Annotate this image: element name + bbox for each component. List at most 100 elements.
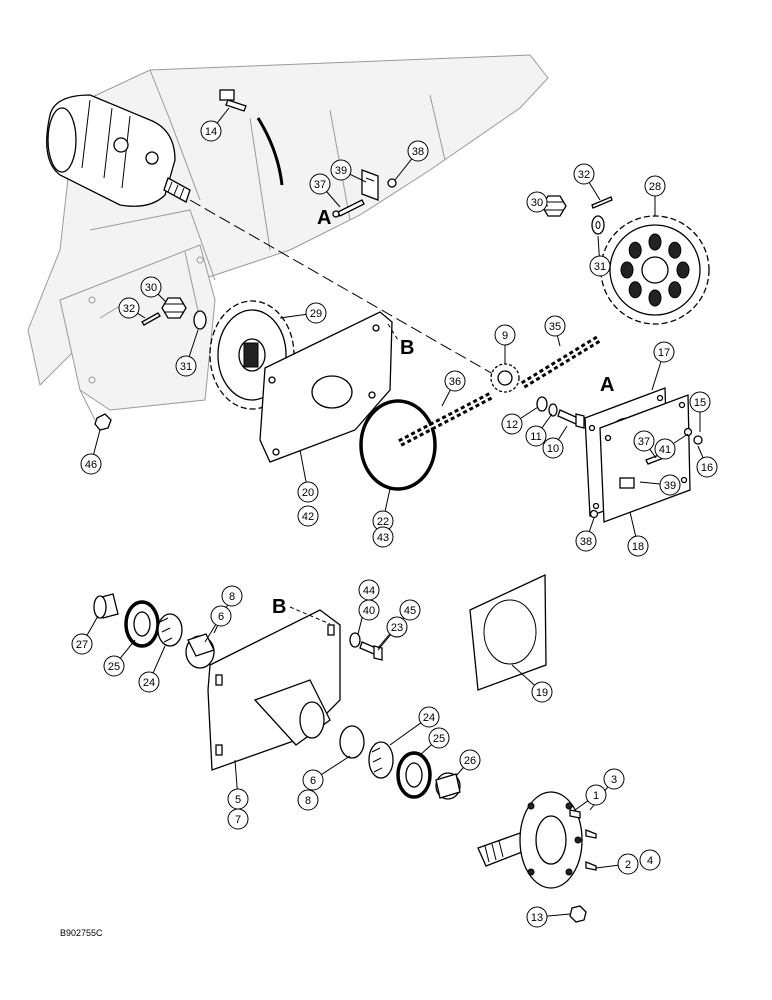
callout-c32a: 32 bbox=[573, 163, 601, 201]
callout-leader bbox=[299, 449, 307, 483]
callout-c4: 4 bbox=[639, 849, 661, 871]
section-letter-b-lower: B bbox=[272, 596, 286, 618]
callout-number: 1 bbox=[593, 790, 599, 802]
callout-number: 24 bbox=[143, 677, 155, 689]
callout-number: 6 bbox=[218, 611, 224, 623]
callout-number: 19 bbox=[536, 687, 548, 699]
callout-c10: 10 bbox=[542, 425, 568, 459]
callout-leader bbox=[188, 329, 199, 357]
callout-number: 24 bbox=[423, 712, 435, 724]
callout-number: 5 bbox=[235, 794, 241, 806]
washer-31-upper bbox=[591, 215, 605, 235]
callout-bubble bbox=[309, 173, 331, 195]
callout-bubble bbox=[603, 768, 625, 790]
sprocket-hole bbox=[628, 241, 642, 259]
callout-bubble bbox=[221, 585, 243, 607]
callout-leader bbox=[204, 624, 217, 643]
callout-number: 8 bbox=[305, 795, 311, 807]
callout-c35: 35 bbox=[544, 315, 566, 347]
callout-bubble bbox=[358, 599, 380, 621]
callout-bubble bbox=[297, 481, 319, 503]
callout-leader bbox=[384, 488, 391, 512]
callout-number: 42 bbox=[302, 511, 314, 523]
callout-bubble bbox=[659, 474, 681, 496]
callout-leader bbox=[595, 864, 619, 869]
callout-number: 22 bbox=[377, 516, 389, 528]
callout-c13: 13 bbox=[526, 906, 571, 928]
shaft-axis-line bbox=[189, 199, 501, 379]
nut-30-lower bbox=[161, 297, 187, 319]
callout-bubble bbox=[140, 276, 162, 298]
callout-bubble bbox=[531, 681, 553, 703]
callout-bubble bbox=[210, 605, 232, 627]
callout-c39b: 39 bbox=[639, 474, 681, 496]
callout-bubble bbox=[103, 655, 125, 677]
callout-c36: 36 bbox=[441, 370, 466, 407]
callout-number: 46 bbox=[85, 459, 97, 471]
callout-c40: 40 bbox=[358, 599, 380, 621]
callout-bubble bbox=[696, 456, 718, 478]
nut-13 bbox=[569, 905, 587, 923]
callout-number: 14 bbox=[205, 126, 217, 138]
callout-bubble bbox=[399, 599, 421, 621]
callout-bubble bbox=[573, 163, 595, 185]
nut-46 bbox=[94, 413, 112, 431]
callout-leader bbox=[546, 913, 571, 917]
callout-number: 6 bbox=[310, 775, 316, 787]
callout-leader bbox=[588, 182, 601, 201]
callout-c11: 11 bbox=[525, 413, 553, 447]
callout-number: 25 bbox=[433, 733, 445, 745]
callout-leader bbox=[279, 313, 307, 319]
section-letter-a-right: A bbox=[600, 374, 614, 396]
callout-number: 18 bbox=[632, 541, 644, 553]
callout-c28: 28 bbox=[644, 175, 666, 216]
callout-bubble bbox=[418, 706, 440, 728]
callout-bubble bbox=[428, 727, 450, 749]
callout-c5: 5 bbox=[227, 759, 249, 810]
callout-leader bbox=[137, 312, 146, 319]
callout-leader bbox=[557, 425, 568, 440]
bolt-10 bbox=[557, 409, 585, 429]
chain-36 bbox=[398, 391, 494, 447]
screw-37 bbox=[332, 199, 365, 218]
callout-c8b: 8 bbox=[297, 789, 319, 811]
callout-bubble bbox=[386, 616, 408, 638]
callout-number: 40 bbox=[363, 605, 375, 617]
callout-leader bbox=[441, 389, 451, 407]
callout-c37b: 37 bbox=[633, 430, 657, 459]
callout-c16: 16 bbox=[696, 445, 718, 478]
callout-leader bbox=[511, 664, 535, 686]
callout-c7: 7 bbox=[227, 808, 249, 830]
callout-number: 38 bbox=[412, 146, 424, 158]
chain-35 bbox=[520, 334, 603, 389]
section-b-leader-lower bbox=[289, 606, 331, 625]
nut-38 bbox=[387, 178, 397, 188]
callout-c2: 2 bbox=[595, 853, 639, 875]
sprocket-hole bbox=[648, 233, 662, 251]
callout-leader bbox=[93, 429, 101, 455]
callout-c26: 26 bbox=[455, 749, 481, 777]
callout-bubble bbox=[80, 453, 102, 475]
bearing-cup-6-lower bbox=[339, 725, 365, 759]
callout-bubble bbox=[302, 769, 324, 791]
callout-c37a: 37 bbox=[309, 173, 341, 208]
callout-number: 39 bbox=[664, 480, 676, 492]
callout-number: 36 bbox=[449, 376, 461, 388]
callout-bubble bbox=[589, 255, 611, 277]
callout-bubble bbox=[644, 175, 666, 197]
callout-number: 25 bbox=[108, 661, 120, 673]
bearing-cup-6-upper bbox=[185, 633, 215, 669]
callout-bubble bbox=[118, 297, 140, 319]
shim-plate-19 bbox=[469, 573, 547, 691]
callout-number: 43 bbox=[377, 532, 389, 544]
callout-c14: 14 bbox=[200, 107, 230, 142]
figure-code: B902755C bbox=[60, 928, 103, 938]
callout-leader bbox=[520, 406, 539, 419]
callout-c29: 29 bbox=[279, 302, 327, 324]
callout-number: 23 bbox=[391, 622, 403, 634]
sprocket-hole bbox=[648, 289, 662, 307]
pin-32-lower bbox=[141, 312, 161, 326]
callout-leader bbox=[455, 767, 464, 777]
bearing-cone-27 bbox=[93, 593, 119, 619]
callout-number: 9 bbox=[502, 330, 508, 342]
